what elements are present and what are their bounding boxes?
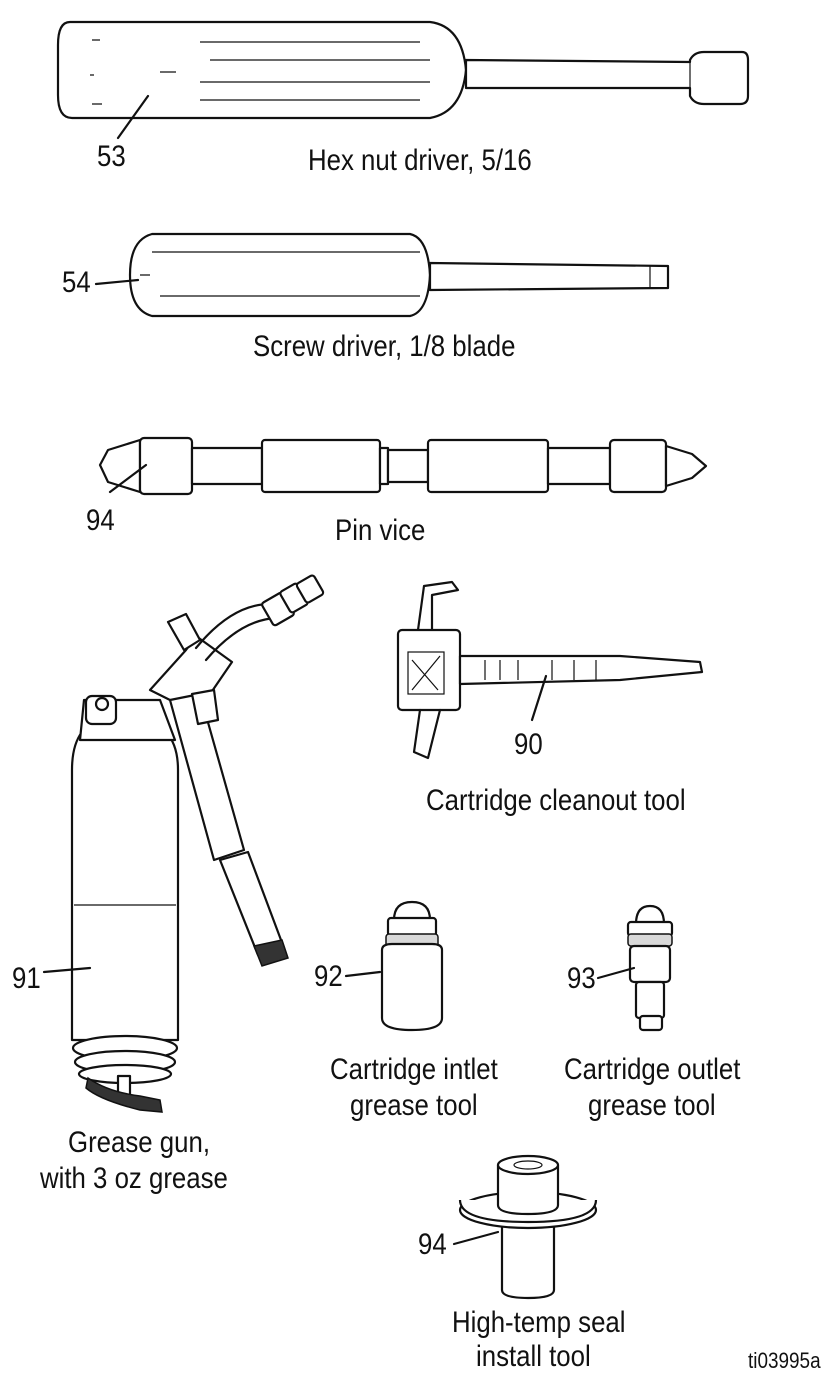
screw-driver-drawing <box>128 232 670 318</box>
caption-seal-tool-line2: install tool <box>476 1340 591 1373</box>
cartridge-outlet-grease-tool-drawing <box>626 904 674 1032</box>
caption-cartridge-cleanout-tool: Cartridge cleanout tool <box>426 784 686 817</box>
grease-gun-drawing <box>70 574 325 1113</box>
caption-cartridge-inlet-line2: grease tool <box>350 1089 478 1122</box>
caption-grease-gun-line1: Grease gun, <box>68 1126 210 1159</box>
part-number-93: 93 <box>567 962 596 995</box>
part-number-92: 92 <box>314 960 343 993</box>
high-temp-seal-install-tool-drawing <box>458 1154 598 1300</box>
cartridge-cleanout-tool-drawing <box>396 580 704 760</box>
caption-cartridge-outlet-line2: grease tool <box>588 1089 716 1122</box>
caption-screw-driver: Screw driver, 1/8 blade <box>253 330 516 363</box>
part-number-53: 53 <box>97 140 126 173</box>
figure-code: ti03995a <box>748 1348 821 1373</box>
part-number-94-seal-tool: 94 <box>418 1228 447 1261</box>
caption-seal-tool-line1: High-temp seal <box>452 1306 626 1339</box>
caption-cartridge-outlet-line1: Cartridge outlet <box>564 1053 741 1086</box>
caption-cartridge-inlet-line1: Cartridge intlet <box>330 1053 498 1086</box>
caption-grease-gun-line2: with 3 oz grease <box>40 1162 228 1195</box>
caption-pin-vice: Pin vice <box>335 514 426 547</box>
part-number-90: 90 <box>514 728 543 761</box>
part-number-91: 91 <box>12 962 41 995</box>
caption-hex-nut-driver: Hex nut driver, 5/16 <box>308 144 532 177</box>
part-number-94-pin-vice: 94 <box>86 504 115 537</box>
leader-lines <box>42 94 636 1246</box>
cartridge-inlet-grease-tool-drawing <box>380 900 444 1032</box>
hex-nut-driver-drawing <box>56 20 750 120</box>
pin-vice-drawing <box>98 436 708 496</box>
part-number-54: 54 <box>62 266 91 299</box>
